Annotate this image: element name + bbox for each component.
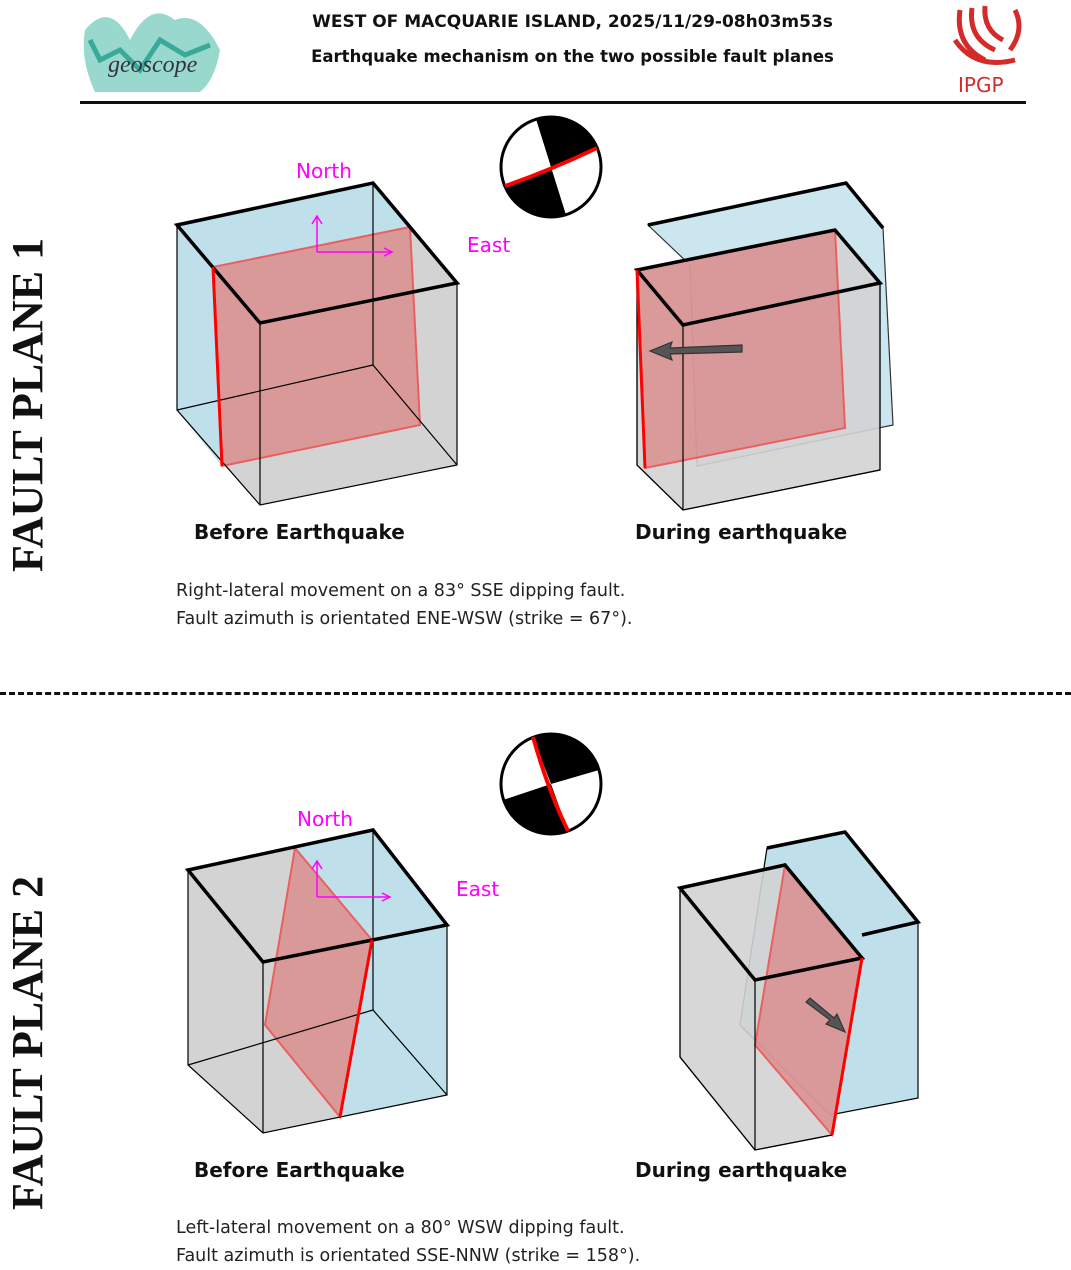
north-label-2: North [297,807,353,831]
beachball-plane2 [499,732,603,836]
block-plane2-during [676,830,922,1151]
description-line2-plane2: Fault azimuth is orientated SSE-NNW (str… [176,1246,641,1266]
description-line1-plane2: Left-lateral movement on a 80° WSW dippi… [176,1218,625,1238]
block-plane2-before [184,828,451,1134]
side-label-plane2: FAULT PLANE 2 [3,875,52,1210]
block-plane1-before [173,181,461,506]
svg-text:geoscope: geoscope [108,52,198,78]
compass-plane2 [311,859,392,902]
description-line1-plane1: Right-lateral movement on a 83° SSE dipp… [176,581,626,601]
block-plane1-during [633,181,894,511]
caption-before-2: Before Earthquake [194,1158,405,1182]
compass-plane1 [311,214,394,257]
section-divider [0,692,1071,695]
caption-before-1: Before Earthquake [194,520,405,544]
event-title: WEST OF MACQUARIE ISLAND, 2025/11/29-08h… [312,12,833,32]
svg-text:IPGP: IPGP [958,73,1004,97]
ipgp-logo: IPGP [952,5,1022,97]
north-label-1: North [296,159,352,183]
page-subtitle: Earthquake mechanism on the two possible… [311,47,834,66]
east-label-2: East [456,877,499,901]
geoscope-logo: geoscope [83,13,220,93]
header-rule [80,101,1026,104]
description-line2-plane1: Fault azimuth is orientated ENE-WSW (str… [176,609,633,629]
caption-during-1: During earthquake [635,520,848,544]
east-label-1: East [467,233,510,257]
side-label-plane1: FAULT PLANE 1 [3,237,52,572]
beachball-plane1 [499,115,603,219]
caption-during-2: During earthquake [635,1158,848,1182]
